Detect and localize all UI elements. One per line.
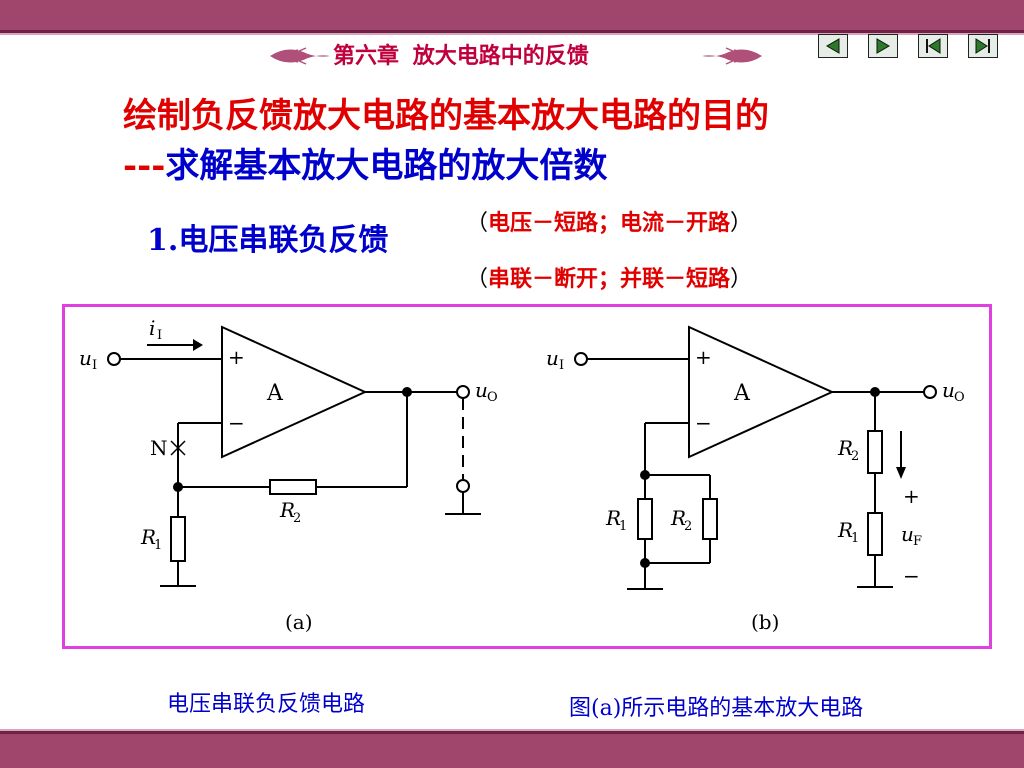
- left-ornament-icon: [270, 47, 330, 65]
- first-button[interactable]: [918, 34, 948, 58]
- last-icon: [975, 38, 990, 54]
- a-plus-sign: +: [228, 345, 245, 369]
- previous-icon: [826, 38, 840, 54]
- prev-button[interactable]: [818, 34, 848, 58]
- last-button[interactable]: [968, 34, 998, 58]
- b-r2-out-sub: 2: [851, 449, 859, 464]
- a-r1-sub: 1: [154, 538, 162, 553]
- b-uf-plus: +: [903, 484, 920, 508]
- b-plus-sign: +: [695, 345, 712, 369]
- top-band: [0, 0, 1024, 33]
- b-r1-out-sub: 1: [851, 531, 859, 546]
- circuit-b: [574, 325, 937, 590]
- a-current-sub: I: [157, 328, 162, 343]
- right-ornament-icon: [702, 47, 762, 65]
- a-r2-label: R: [279, 498, 295, 522]
- circuit-figure-frame: u I i I + − A u O N R 2 R 1 (a) u I + − …: [62, 304, 992, 649]
- title-dash: ---: [123, 146, 166, 186]
- b-r1-out-label: R: [837, 518, 853, 542]
- a-r2-sub: 2: [293, 511, 301, 526]
- circuit-a: [107, 325, 481, 587]
- a-output-sub: O: [487, 390, 498, 405]
- a-current-label: i: [149, 316, 155, 340]
- caption-right: 图(a)所示电路的基本放大电路: [569, 696, 864, 721]
- section-heading: 1.电压串联负反馈: [147, 223, 389, 258]
- a-input-sub: I: [92, 358, 97, 373]
- b-amp-label: A: [733, 381, 751, 406]
- b-r2-out-label: R: [837, 436, 853, 460]
- b-uf-label: u: [901, 522, 914, 546]
- b-output-label: u: [942, 378, 955, 402]
- chapter-number: 第六章: [333, 43, 400, 69]
- a-amp-label: A: [266, 381, 284, 406]
- title-line2-text: 求解基本放大电路的放大倍数: [165, 146, 608, 186]
- next-icon: [876, 38, 890, 54]
- chapter-title: 放大电路中的反馈: [412, 43, 589, 69]
- bottom-band: [0, 731, 1024, 768]
- a-output-label: u: [475, 378, 488, 402]
- slide-title-line1: 绘制负反馈放大电路的基本放大电路的目的: [123, 96, 769, 136]
- a-minus-sign: −: [228, 411, 245, 435]
- a-node-n: N: [150, 436, 168, 460]
- b-uf-minus: −: [903, 564, 920, 588]
- first-icon: [926, 38, 941, 54]
- b-output-sub: O: [954, 390, 965, 405]
- b-input-sub: I: [559, 358, 564, 373]
- rule-input-mixing: （串联－断开；并联－短路）: [466, 266, 753, 292]
- top-band-line: [0, 33, 1024, 35]
- b-caption: (b): [751, 610, 779, 634]
- slide-title-line2: ---求解基本放大电路的放大倍数: [123, 138, 607, 187]
- rule-output-sampling: （电压－短路；电流－开路）: [466, 210, 753, 236]
- b-uf-sub: F: [913, 534, 922, 549]
- circuit-diagrams: u I i I + − A u O N R 2 R 1 (a) u I + − …: [79, 316, 965, 634]
- b-r2-sub: 2: [684, 519, 692, 534]
- b-r1-label: R: [605, 506, 621, 530]
- a-caption: (a): [285, 610, 313, 634]
- caption-left: 电压串联负反馈电路: [167, 692, 366, 717]
- next-button[interactable]: [868, 34, 898, 58]
- b-r2-label: R: [670, 506, 686, 530]
- b-minus-sign: −: [695, 411, 712, 435]
- chapter-heading: 第六章 放大电路中的反馈: [333, 38, 595, 74]
- b-r1-sub: 1: [619, 519, 627, 534]
- a-r1-label: R: [140, 525, 156, 549]
- b-input-label: u: [546, 346, 559, 370]
- a-input-label: u: [79, 346, 92, 370]
- bottom-band-line: [0, 729, 1024, 731]
